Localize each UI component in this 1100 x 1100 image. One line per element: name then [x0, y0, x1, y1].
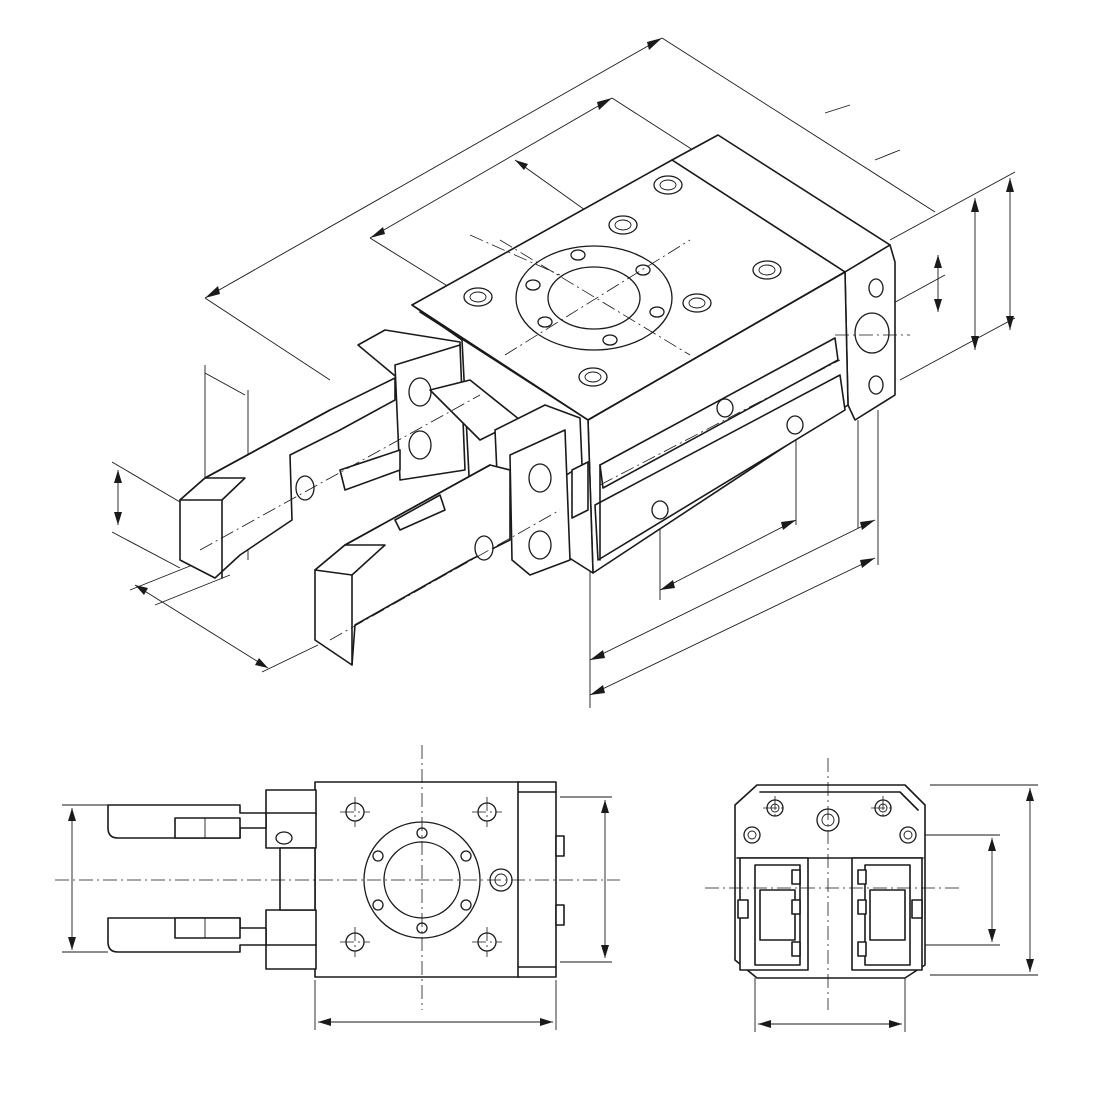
front-view — [705, 758, 1038, 1032]
iso-center-lines — [199, 359, 841, 641]
iso-arrowheads — [114, 38, 1014, 695]
iso-top-holes — [463, 175, 782, 387]
iso-endcap-holes — [651, 278, 910, 520]
isometric-view — [111, 37, 1016, 708]
top-view — [55, 745, 620, 1030]
iso-jaws — [179, 329, 589, 666]
